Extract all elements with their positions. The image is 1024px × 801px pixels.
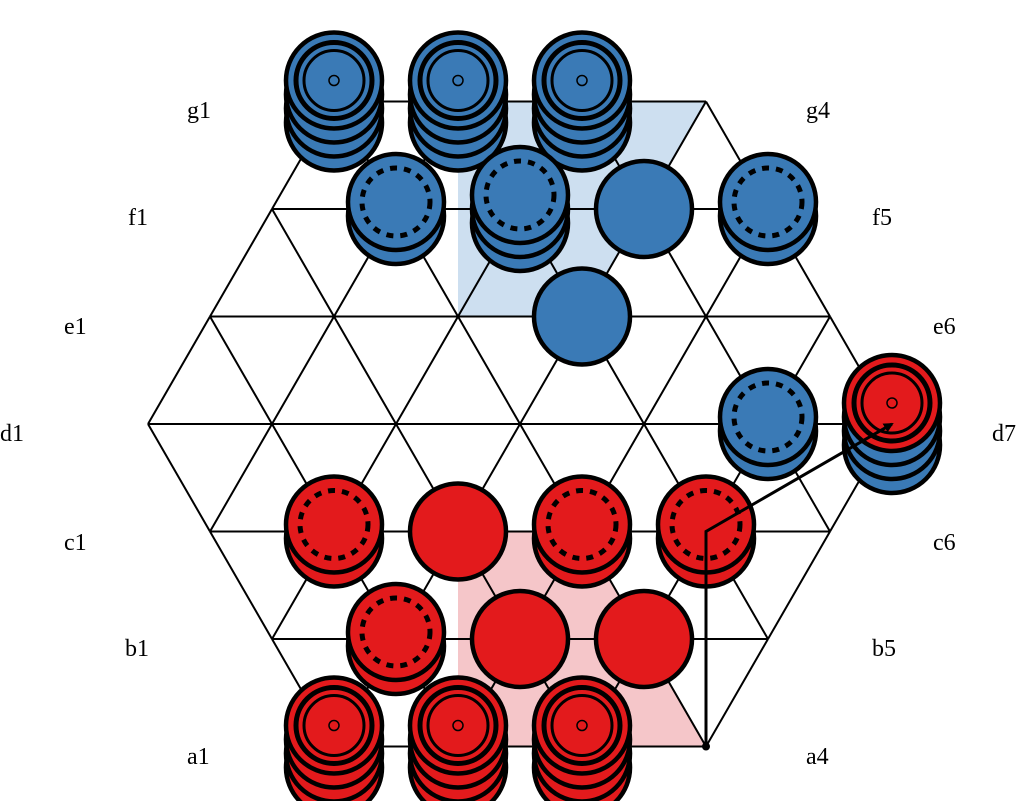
outer-ring bbox=[293, 685, 375, 766]
center-dot bbox=[452, 719, 464, 732]
label-c6: c6 bbox=[933, 530, 956, 556]
piece-b4[interactable] bbox=[593, 588, 695, 690]
label-c1: c1 bbox=[64, 530, 87, 556]
grid-line bbox=[209, 423, 273, 532]
dashed-ring bbox=[483, 158, 557, 232]
piece-disc bbox=[593, 588, 695, 690]
grid-line bbox=[209, 531, 273, 640]
piece-disc bbox=[283, 675, 385, 776]
grid-line bbox=[271, 316, 335, 425]
piece-d7[interactable] bbox=[841, 352, 943, 496]
move-arrow bbox=[704, 422, 894, 747]
grid-line bbox=[767, 531, 831, 640]
label-a1: a1 bbox=[187, 744, 210, 770]
piece-b2[interactable] bbox=[345, 581, 447, 697]
grid-line bbox=[705, 638, 769, 747]
dashed-ring bbox=[545, 488, 619, 561]
piece-c2[interactable] bbox=[283, 474, 385, 589]
piece-f3[interactable] bbox=[469, 144, 571, 274]
center-dot bbox=[576, 719, 588, 732]
piece-d6[interactable] bbox=[717, 366, 819, 482]
grid-line bbox=[209, 208, 273, 317]
inner-ring bbox=[860, 371, 924, 435]
piece-g2[interactable] bbox=[407, 30, 509, 173]
pieces-layer bbox=[283, 30, 943, 801]
label-f5: f5 bbox=[872, 205, 892, 231]
inner-ring bbox=[550, 694, 614, 757]
grid-line bbox=[147, 423, 211, 532]
piece-disc bbox=[593, 158, 695, 260]
piece-f4[interactable] bbox=[593, 158, 695, 260]
piece-a2[interactable] bbox=[407, 675, 509, 801]
outer-ring bbox=[541, 685, 623, 766]
piece-disc bbox=[469, 588, 571, 690]
piece-c3[interactable] bbox=[407, 481, 509, 582]
grid-line bbox=[333, 316, 397, 425]
piece-c4[interactable] bbox=[531, 474, 633, 589]
label-g4: g4 bbox=[806, 98, 830, 124]
grid-line bbox=[271, 208, 335, 317]
piece-disc bbox=[531, 266, 633, 367]
label-e6: e6 bbox=[933, 314, 956, 340]
piece-disc bbox=[407, 30, 509, 131]
grid-line bbox=[395, 316, 459, 425]
outer-ring bbox=[417, 40, 499, 121]
piece-a1[interactable] bbox=[283, 675, 385, 801]
inner-ring bbox=[550, 49, 614, 112]
piece-b3[interactable] bbox=[469, 588, 571, 690]
center-dot bbox=[576, 74, 588, 87]
piece-f2[interactable] bbox=[345, 151, 447, 267]
grid-line bbox=[209, 316, 273, 425]
grid-line bbox=[147, 316, 211, 425]
move-path bbox=[704, 422, 894, 747]
inner-ring bbox=[426, 49, 490, 112]
label-b1: b1 bbox=[125, 636, 149, 662]
piece-disc bbox=[841, 352, 943, 454]
dashed-ring bbox=[731, 380, 805, 454]
coordinate-labels: g1 f1 e1 d1 c1 b1 a1 g4 f5 e6 d7 c6 b5 a… bbox=[0, 98, 1016, 770]
dashed-ring bbox=[359, 595, 433, 669]
inner-ring bbox=[426, 694, 490, 757]
center-dot bbox=[452, 74, 464, 87]
label-f1: f1 bbox=[128, 205, 148, 231]
piece-g3[interactable] bbox=[531, 30, 633, 173]
inner-ring bbox=[302, 694, 366, 757]
grid-line bbox=[457, 316, 521, 425]
dashed-ring bbox=[669, 488, 743, 561]
outer-ring bbox=[851, 362, 933, 444]
outer-ring bbox=[293, 40, 375, 121]
piece-f5[interactable] bbox=[717, 151, 819, 267]
dashed-ring bbox=[359, 165, 433, 239]
dashed-ring bbox=[731, 165, 805, 239]
piece-disc bbox=[283, 30, 385, 131]
center-dot bbox=[328, 74, 340, 87]
label-d7: d7 bbox=[992, 421, 1016, 447]
piece-a3[interactable] bbox=[531, 675, 633, 801]
label-g1: g1 bbox=[187, 98, 211, 124]
dashed-ring bbox=[297, 488, 371, 561]
piece-disc bbox=[407, 481, 509, 582]
outer-ring bbox=[417, 685, 499, 766]
outer-ring bbox=[541, 40, 623, 121]
label-b5: b5 bbox=[872, 636, 896, 662]
label-a4: a4 bbox=[806, 744, 829, 770]
grid-line bbox=[643, 316, 707, 425]
label-d1: d1 bbox=[0, 421, 24, 447]
piece-disc bbox=[407, 675, 509, 776]
piece-g1[interactable] bbox=[283, 30, 385, 173]
piece-e4[interactable] bbox=[531, 266, 633, 367]
piece-disc bbox=[531, 675, 633, 776]
label-e1: e1 bbox=[64, 314, 87, 340]
center-dot bbox=[886, 397, 898, 409]
inner-ring bbox=[302, 49, 366, 112]
center-dot bbox=[328, 719, 340, 732]
piece-disc bbox=[531, 30, 633, 131]
